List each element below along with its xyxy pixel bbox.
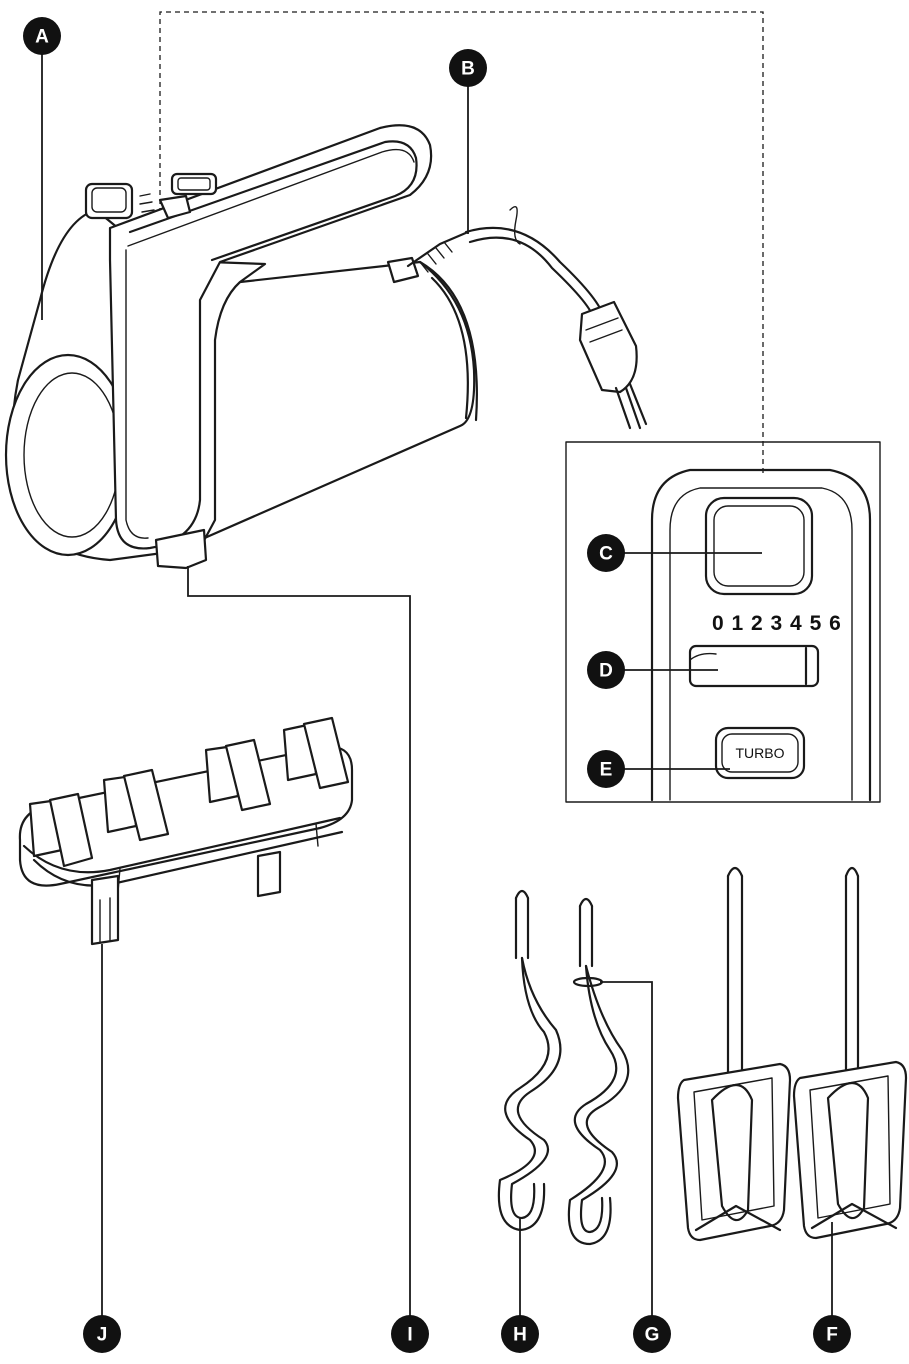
callout-b: B [449, 49, 487, 87]
turbo-button-top [84, 182, 134, 220]
svg-text:F: F [826, 1325, 838, 1346]
dough-hooks [497, 889, 630, 1246]
callout-i: I [391, 1315, 429, 1353]
svg-text:A: A [35, 27, 49, 48]
svg-text:H: H [513, 1325, 527, 1346]
power-cord [464, 206, 648, 430]
mixer-body [4, 124, 478, 570]
callout-h: H [501, 1315, 539, 1353]
turbo-button [714, 726, 806, 780]
svg-text:D: D [599, 661, 613, 682]
beaters [676, 866, 908, 1242]
callout-f: F [813, 1315, 851, 1353]
speed-scale: 0 1 2 3 4 5 6 [712, 612, 842, 635]
eject-button [154, 528, 208, 570]
callout-c: C [587, 534, 625, 572]
storage-stand [18, 716, 354, 946]
svg-text:C: C [599, 544, 613, 565]
callout-d: D [587, 651, 625, 689]
speed-slider [688, 644, 820, 688]
callout-a: A [23, 17, 61, 55]
svg-text:J: J [97, 1325, 108, 1346]
svg-text:E: E [600, 760, 613, 781]
svg-text:B: B [461, 59, 475, 80]
dashed-connector [159, 11, 764, 476]
plug [578, 300, 638, 394]
turbo-label: TURBO [736, 745, 785, 761]
leader-g [600, 981, 653, 1316]
leader-i [187, 566, 411, 1316]
leader-lines [41, 54, 833, 1316]
speed-slider-top [170, 172, 218, 196]
callout-g: G [633, 1315, 671, 1353]
callout-e: E [587, 750, 625, 788]
svg-text:G: G [645, 1325, 660, 1346]
svg-text:I: I [407, 1325, 412, 1346]
control-panel-inset [565, 441, 881, 803]
callout-j: J [83, 1315, 121, 1353]
control-panel-detail: 0 1 2 3 4 5 6 TURBO [650, 468, 872, 802]
power-button [704, 496, 814, 596]
